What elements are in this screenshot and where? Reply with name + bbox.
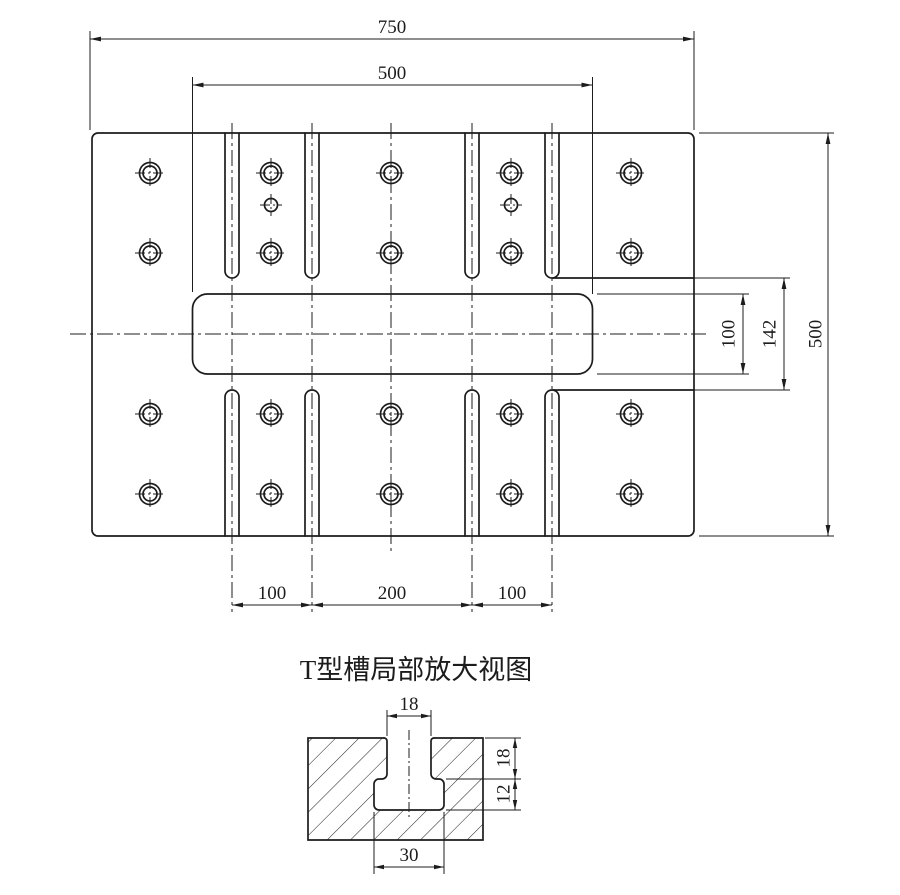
bolt-hole	[255, 237, 287, 269]
bolt-hole	[375, 398, 407, 430]
dim-channel-width: 142	[760, 278, 787, 390]
dim-label-100-left-pitch: 100	[258, 583, 287, 604]
dim-label-30: 30	[400, 845, 419, 866]
bolt-hole	[255, 157, 287, 189]
bolt-hole	[615, 157, 647, 189]
dim-label-142: 142	[760, 320, 781, 349]
dim-opening-width: 18	[386, 694, 432, 736]
t-slot-lower-1	[224, 389, 240, 537]
dim-label-100-right-pitch: 100	[498, 583, 527, 604]
bolt-hole	[495, 478, 527, 510]
centerlines	[70, 123, 706, 612]
dim-overall-width: 750	[89, 17, 695, 130]
pin-hole	[499, 193, 523, 217]
section-hatching	[308, 738, 483, 840]
dim-label-500-right: 500	[806, 320, 827, 349]
bolt-hole	[134, 398, 166, 430]
dim-label-18-depth: 18	[494, 749, 515, 768]
dim-slot-width: 100	[597, 293, 749, 375]
dim-label-18-top: 18	[400, 694, 419, 715]
bolt-hole	[255, 478, 287, 510]
pin-hole	[259, 193, 283, 217]
bolt-hole	[495, 237, 527, 269]
t-slot-lower-3	[464, 389, 480, 537]
dim-label-200-pitch: 200	[378, 583, 407, 604]
dim-label-500-top: 500	[378, 63, 407, 84]
detail-view: T型槽局部放大视图 18 18 12	[300, 655, 533, 874]
dim-depths: 18 12	[446, 737, 521, 811]
bolt-hole	[134, 237, 166, 269]
bolt-hole	[134, 478, 166, 510]
bolt-hole	[375, 237, 407, 269]
dim-label-12-depth: 12	[494, 785, 515, 804]
bolt-hole	[495, 398, 527, 430]
section-block-outline	[307, 737, 484, 841]
plan-view: 750 500 100 142	[70, 17, 834, 612]
t-slots-lower	[224, 389, 560, 537]
bolt-hole	[375, 478, 407, 510]
dim-label-750: 750	[378, 17, 407, 38]
bolt-hole	[615, 478, 647, 510]
right-channel	[552, 277, 790, 391]
bolt-hole	[255, 398, 287, 430]
bolt-hole	[375, 157, 407, 189]
dim-tslot-pitch-chain: 100 200 100	[232, 583, 552, 608]
bolt-hole	[615, 398, 647, 430]
bolt-hole	[495, 157, 527, 189]
t-slot-lower-2	[304, 389, 320, 537]
dim-slot-length: 500	[192, 63, 593, 294]
t-slot-lower-4	[544, 389, 560, 537]
dim-base-width: 30	[373, 812, 445, 874]
detail-view-title: T型槽局部放大视图	[300, 655, 533, 685]
bolt-hole	[134, 157, 166, 189]
dim-label-100-right: 100	[719, 320, 740, 349]
dim-overall-height: 500	[699, 132, 834, 537]
bolt-hole	[615, 237, 647, 269]
